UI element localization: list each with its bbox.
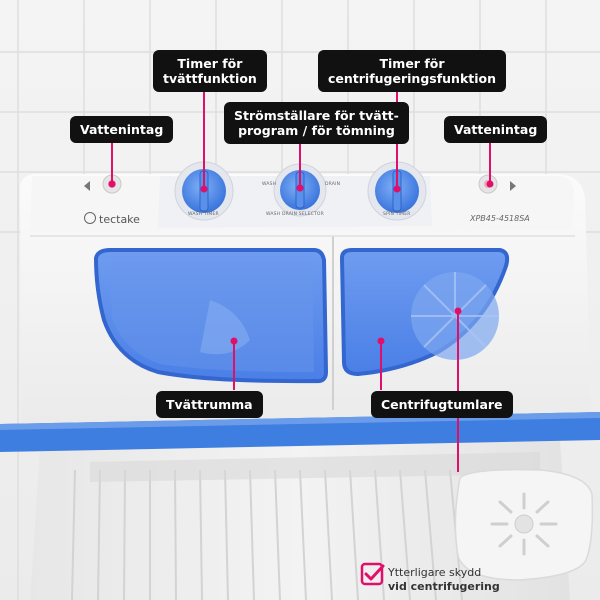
dot-spin-timer <box>393 185 401 193</box>
callout-tvattrumma: Tvättrumma <box>156 391 263 418</box>
callout-vattenintag-right: Vattenintag <box>444 116 548 143</box>
inlet-left-arrow-icon <box>84 181 90 191</box>
dot-wash-timer <box>200 185 208 193</box>
callout-vattenintag-left: Vattenintag <box>70 116 174 143</box>
dot-inlet-left <box>108 180 116 188</box>
dot-spin-drum <box>377 337 385 345</box>
dot-spin-cover <box>454 307 462 315</box>
spin-timer-label: SPIN TIMER <box>383 212 411 217</box>
wash-drum-detail <box>200 300 250 355</box>
brand-logo-icon <box>84 212 96 224</box>
callout-dots <box>108 180 494 345</box>
callout-timer-centrifug: Timer för centrifugeringsfunktion <box>318 50 507 92</box>
spin-drum-spokes <box>411 272 499 348</box>
dot-inlet-right <box>486 180 494 188</box>
selector-wash-label: WASH <box>262 182 277 187</box>
extra-line-2: vid centrifugering <box>388 580 500 593</box>
brand-name: tectake <box>99 213 140 226</box>
extra-protection-note: Ytterligare skydd vid centrifugering <box>388 566 500 594</box>
dot-selector <box>296 184 304 192</box>
inlet-right-arrow-icon <box>510 181 516 191</box>
model-number: XPB45-4518SA <box>470 214 530 223</box>
extra-line-1: Ytterligare skydd <box>388 566 482 579</box>
callout-timer-tvatt: Timer för tvättfunktion <box>153 50 267 92</box>
selector-drain-label: DRAIN <box>325 182 341 187</box>
brand-logo: tectake <box>84 212 140 226</box>
wash-timer-label: WASH TIMER <box>188 212 219 217</box>
base-shadow <box>90 452 540 482</box>
wash-drain-selector-label: WASH DRAIN SELECTOR <box>266 212 324 217</box>
callout-stromstallare: Strömställare för tvätt- program / för t… <box>224 102 409 144</box>
dot-wash-drum <box>230 337 238 345</box>
callout-centrifugtumlare: Centrifugtumlare <box>371 391 513 418</box>
check-icon <box>360 562 385 586</box>
spin-protection-cover <box>454 468 594 581</box>
